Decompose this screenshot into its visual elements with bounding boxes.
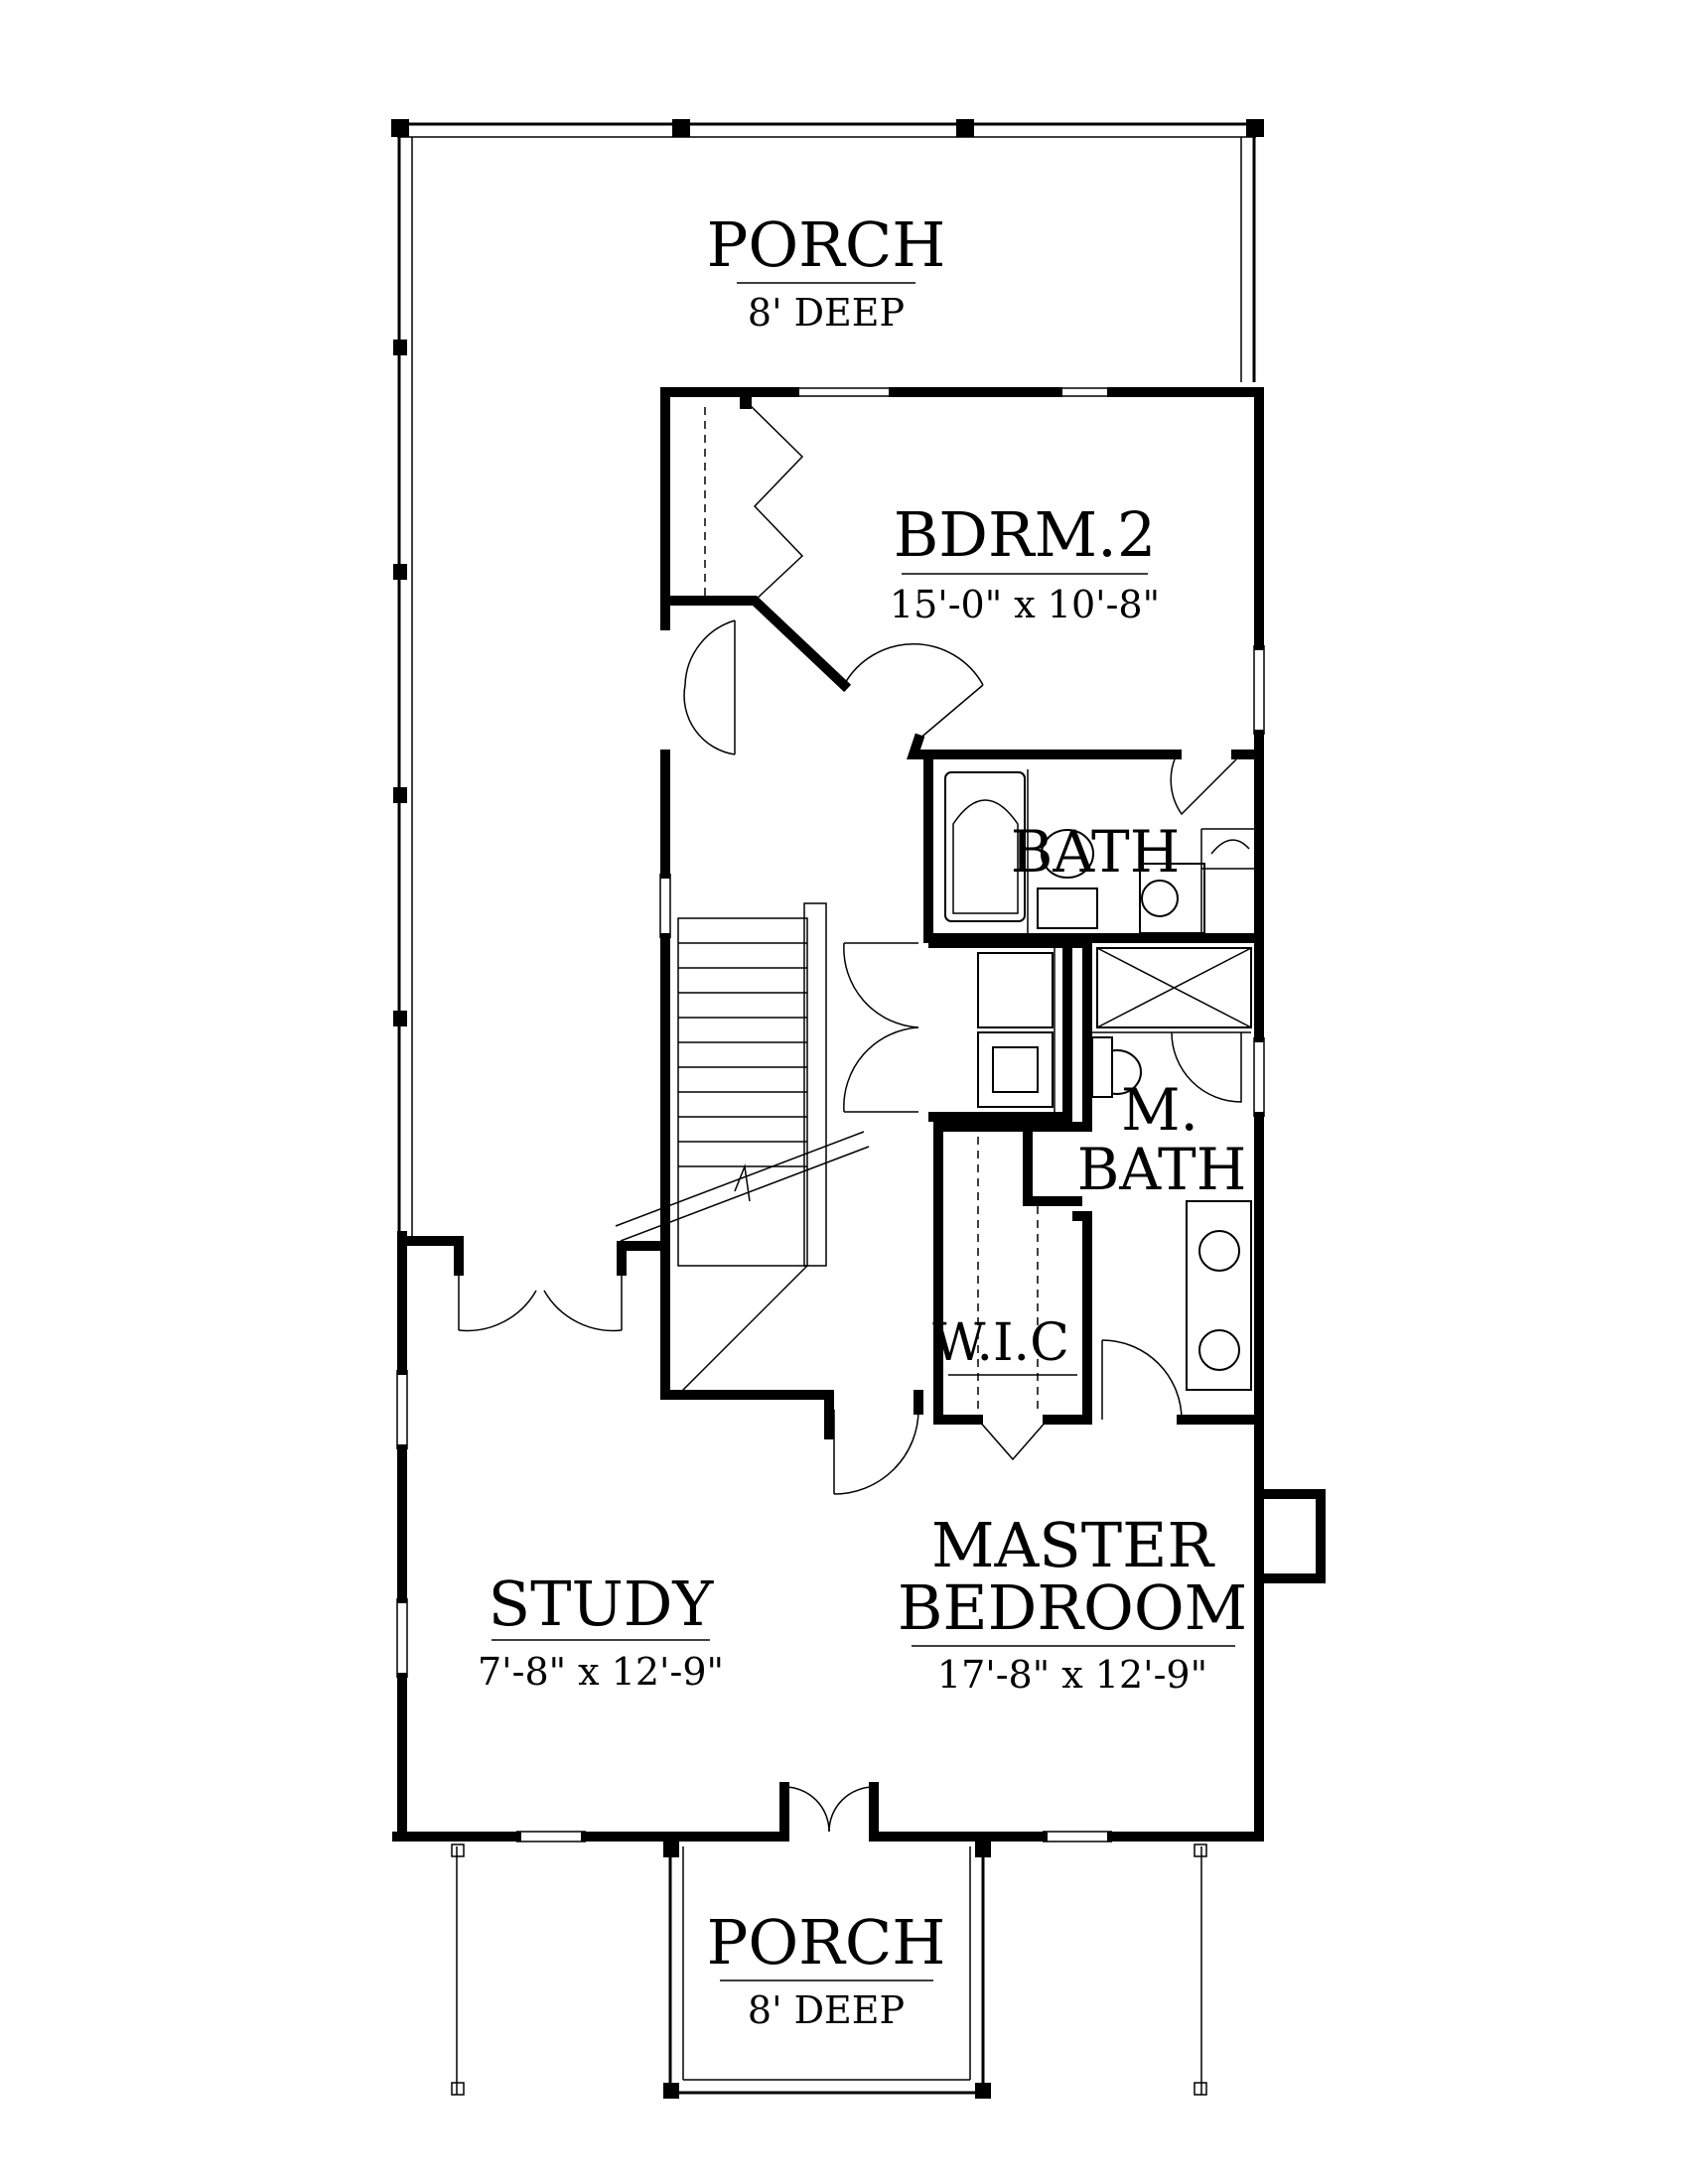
porch-top-name: PORCH: [707, 208, 946, 281]
label-porch-bottom: PORCH 8' DEEP: [707, 1906, 946, 2032]
study-dim: 7'-8" x 12'-9": [478, 1650, 724, 1694]
porch-top-dim: 8' DEEP: [748, 291, 905, 335]
laundry: [843, 938, 1092, 1122]
master-bedroom-line2: BEDROOM: [898, 1571, 1247, 1644]
porch-bottom: [451, 1782, 1207, 2099]
master-bath-line1: M.: [1121, 1076, 1198, 1144]
master-bedroom-line1: MASTER: [931, 1509, 1215, 1581]
master-bath-line2: BATH: [1077, 1136, 1247, 1203]
study-name: STUDY: [489, 1568, 715, 1640]
label-study: STUDY 7'-8" x 12'-9": [478, 1568, 724, 1694]
porch-bottom-name: PORCH: [707, 1906, 946, 1979]
bedroom2-dim: 15'-0" x 10'-8": [890, 583, 1160, 626]
porch-bottom-dim: 8' DEEP: [748, 1988, 905, 2032]
bedroom2-name: BDRM.2: [894, 498, 1157, 571]
label-bedroom2: BDRM.2 15'-0" x 10'-8": [890, 498, 1160, 626]
bedroom2-walls: [660, 387, 1167, 759]
stair-walls: [397, 750, 923, 1495]
exterior-walls: [392, 387, 1326, 1843]
label-master-bath: M. BATH: [1077, 1076, 1247, 1203]
label-master-bedroom: MASTER BEDROOM 17'-8" x 12'-9": [898, 1509, 1247, 1697]
bath-name: BATH: [1011, 818, 1181, 886]
stair-treads: [678, 942, 807, 1167]
wic-walls: [933, 1122, 1092, 1461]
bath-walls: [923, 750, 1264, 943]
label-porch-top: PORCH 8' DEEP: [707, 208, 946, 335]
master-bedroom-dim: 17'-8" x 12'-9": [937, 1653, 1207, 1697]
wic-name: W.I.C: [932, 1313, 1069, 1373]
porch-top: [391, 119, 1264, 1236]
master-bath-walls: [1023, 933, 1264, 1425]
